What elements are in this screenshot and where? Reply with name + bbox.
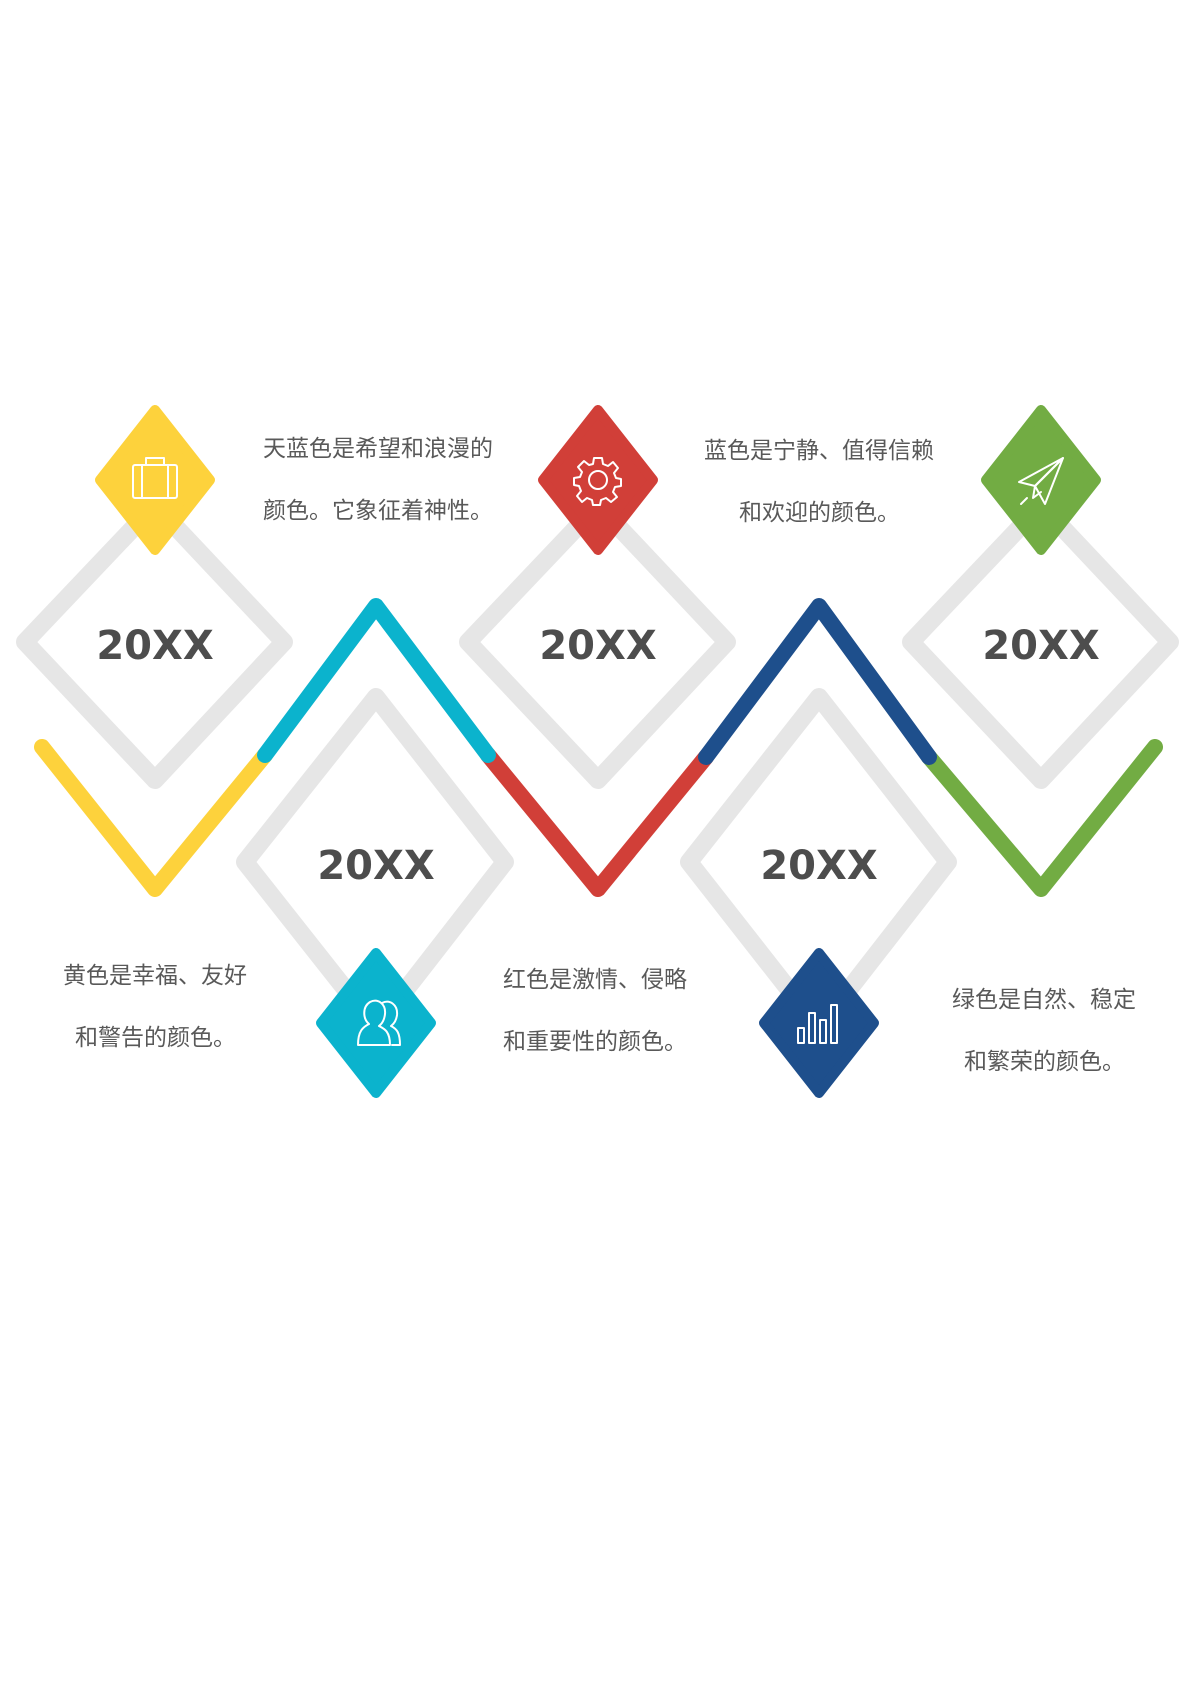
frame-group bbox=[16, 496, 1179, 1037]
description-navy-line-1: 蓝色是宁静、值得信赖 bbox=[704, 438, 934, 464]
year-label-1: 20XX bbox=[96, 623, 214, 669]
icon-badge-yellow bbox=[95, 405, 215, 555]
year-label-4: 20XX bbox=[760, 843, 878, 889]
icon-badge-navy bbox=[759, 948, 879, 1098]
description-red-line-2: 和重要性的颜色。 bbox=[503, 1029, 687, 1055]
frame-diamond-1 bbox=[16, 496, 293, 789]
icon-badge-green bbox=[981, 405, 1101, 555]
zigzag-line bbox=[34, 598, 1163, 897]
description-green: 绿色是自然、稳定 和繁荣的颜色。 bbox=[952, 969, 1136, 1093]
gear-icon bbox=[573, 457, 622, 506]
frame-diamond-3 bbox=[459, 496, 736, 789]
description-green-line-1: 绿色是自然、稳定 bbox=[952, 987, 1136, 1013]
paper-plane-icon bbox=[1018, 457, 1064, 505]
users-icon bbox=[357, 999, 401, 1046]
description-navy: 蓝色是宁静、值得信赖 和欢迎的颜色。 bbox=[704, 420, 934, 544]
description-navy-line-2: 和欢迎的颜色。 bbox=[739, 500, 900, 526]
zigzag-segment-navy bbox=[698, 598, 937, 765]
zigzag-segment-yellow bbox=[34, 739, 273, 897]
description-red-line-1: 红色是激情、侵略 bbox=[503, 967, 687, 993]
description-green-line-2: 和繁荣的颜色。 bbox=[964, 1049, 1125, 1075]
icon-badge-cyan bbox=[316, 948, 436, 1098]
bar-chart-icon bbox=[797, 1004, 838, 1044]
year-label-3: 20XX bbox=[539, 623, 657, 669]
description-yellow: 黄色是幸福、友好 和警告的颜色。 bbox=[63, 945, 247, 1069]
description-red: 红色是激情、侵略 和重要性的颜色。 bbox=[503, 949, 687, 1073]
icon-badge-red bbox=[538, 405, 658, 555]
description-yellow-line-2: 和警告的颜色。 bbox=[75, 1025, 236, 1051]
description-cyan-line-1: 天蓝色是希望和浪漫的 bbox=[263, 436, 493, 462]
year-label-2: 20XX bbox=[317, 843, 435, 889]
description-cyan: 天蓝色是希望和浪漫的 颜色。它象征着神性。 bbox=[263, 418, 493, 542]
year-label-5: 20XX bbox=[982, 623, 1100, 669]
zigzag-segment-green bbox=[921, 739, 1163, 897]
suitcase-icon bbox=[132, 457, 178, 499]
description-cyan-line-2: 颜色。它象征着神性。 bbox=[263, 498, 493, 524]
zigzag-segment-red bbox=[480, 747, 714, 897]
frame-diamond-5 bbox=[902, 496, 1179, 789]
zigzag-segment-cyan bbox=[257, 598, 496, 763]
description-yellow-line-1: 黄色是幸福、友好 bbox=[63, 963, 247, 989]
